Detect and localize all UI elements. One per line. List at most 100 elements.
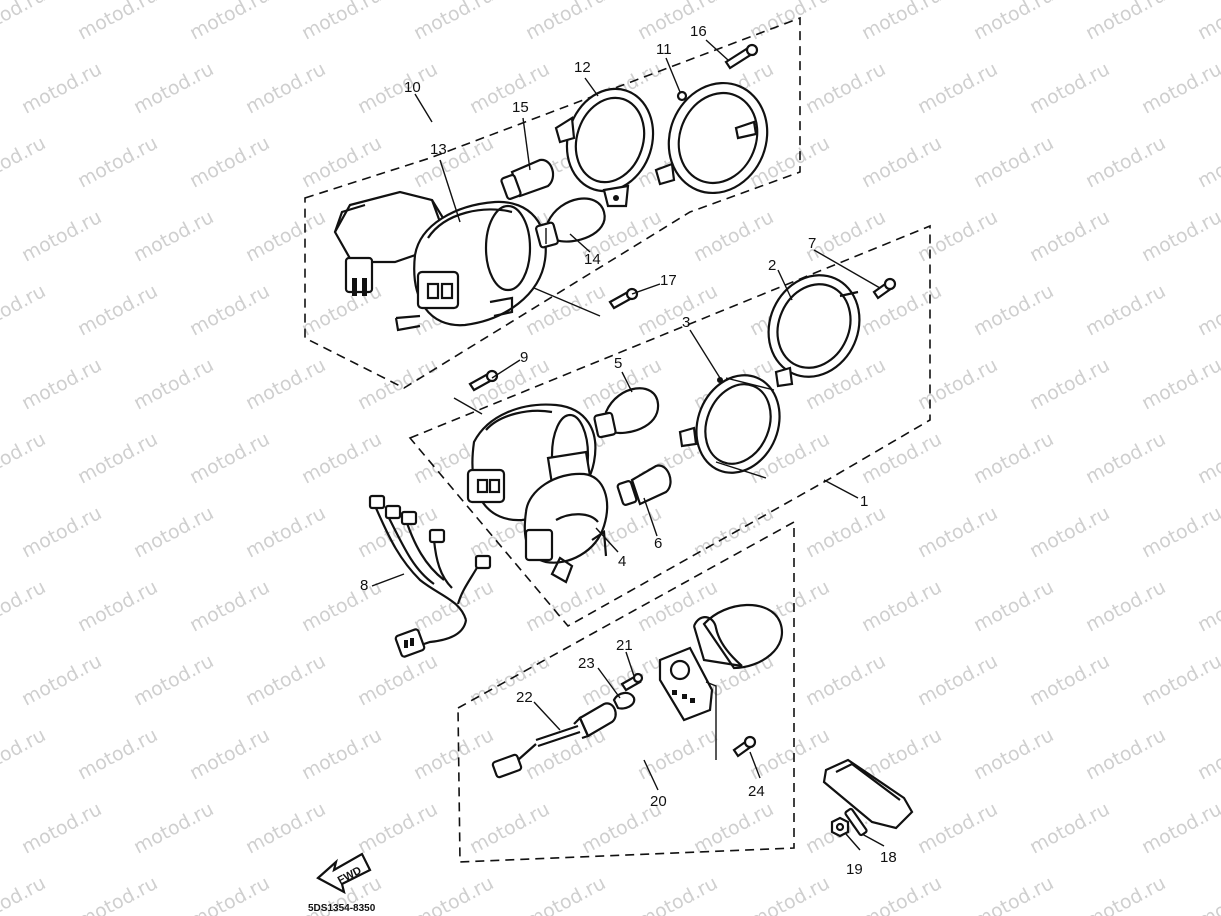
- watermark-text: motod.ru: [130, 650, 217, 710]
- watermark-text: motod.ru: [354, 798, 441, 858]
- watermark-text: motod.ru: [0, 280, 49, 340]
- screw-21: [620, 672, 644, 692]
- watermark-text: motod.ru: [466, 650, 553, 710]
- bulb-15: [500, 158, 555, 200]
- watermark-text: motod.ru: [0, 0, 49, 44]
- watermark-text: motod.ru: [242, 650, 329, 710]
- callout-2: 2: [768, 257, 776, 274]
- housing-rear-bracket-4: [523, 472, 609, 584]
- watermark-text: motod.ru: [1082, 280, 1169, 340]
- watermark-text: motod.ru: [634, 724, 721, 784]
- callout-10: 10: [404, 79, 421, 96]
- watermark-text: motod.ru: [1194, 280, 1221, 340]
- watermark-text: motod.ru: [242, 502, 329, 562]
- watermark-text: motod.ru: [970, 132, 1057, 192]
- callout-12: 12: [574, 59, 591, 76]
- watermark-text: motod.ru: [802, 58, 889, 118]
- watermark-text: motod.ru: [410, 872, 497, 916]
- watermark-text: motod.ru: [186, 132, 273, 192]
- callout-15: 15: [512, 99, 529, 116]
- watermark-text: motod.ru: [1082, 872, 1169, 916]
- watermark-text: motod.ru: [1082, 132, 1169, 192]
- callout-9: 9: [520, 349, 528, 366]
- watermark-text: motod.ru: [242, 354, 329, 414]
- watermark-text: motod.ru: [0, 132, 49, 192]
- watermark-text: motod.ru: [802, 502, 889, 562]
- lens-cover-tail: [692, 603, 783, 670]
- socket-22: [491, 702, 617, 779]
- watermark-text: motod.ru: [858, 0, 945, 44]
- wire-harness-8: [368, 494, 492, 658]
- watermark-text: motod.ru: [186, 0, 273, 44]
- watermark-text: motod.ru: [914, 502, 1001, 562]
- watermark-text: motod.ru: [18, 206, 105, 266]
- watermark-text: motod.ru: [410, 576, 497, 636]
- watermark-text: motod.ru: [1026, 58, 1113, 118]
- watermark-text: motod.ru: [1138, 206, 1221, 266]
- watermark-text: motod.ru: [410, 132, 497, 192]
- watermark-text: motod.ru: [130, 58, 217, 118]
- watermark-text: motod.ru: [298, 132, 385, 192]
- watermark-text: motod.ru: [74, 724, 161, 784]
- watermark-text: motod.ru: [522, 872, 609, 916]
- watermark-text: motod.ru: [1026, 354, 1113, 414]
- watermark-text: motod.ru: [130, 502, 217, 562]
- watermark-text: motod.ru: [914, 354, 1001, 414]
- bulb-6: [616, 464, 672, 506]
- watermark-text: motod.ru: [1194, 0, 1221, 44]
- callout-3: 3: [682, 314, 690, 331]
- assembly-20-boundary: [457, 520, 795, 863]
- document-code: 5DS1354-8350: [308, 903, 376, 914]
- watermark-text: motod.ru: [522, 576, 609, 636]
- reflector-18: [822, 758, 914, 837]
- watermark-text: motod.ru: [1138, 354, 1221, 414]
- watermark-text: motod.ru: [186, 280, 273, 340]
- watermark-text: motod.ru: [1138, 58, 1221, 118]
- rim-11: [654, 81, 769, 195]
- watermark-text: motod.ru: [858, 576, 945, 636]
- watermark-text: motod.ru: [1026, 502, 1113, 562]
- screw-7: [872, 277, 897, 300]
- watermark-text: motod.ru: [1026, 650, 1113, 710]
- watermark-text: motod.ru: [242, 206, 329, 266]
- watermark-text: motod.ru: [1194, 428, 1221, 488]
- watermark-text: motod.ru: [634, 872, 721, 916]
- housing-13: [394, 200, 547, 332]
- callout-14: 14: [584, 251, 601, 268]
- watermark-text: motod.ru: [914, 58, 1001, 118]
- watermark-text: motod.ru: [914, 798, 1001, 858]
- housing-rear-bracket-13: [333, 190, 450, 296]
- watermark-text: motod.ru: [970, 280, 1057, 340]
- watermark-text: motod.ru: [1026, 206, 1113, 266]
- watermark-text: motod.ru: [466, 58, 553, 118]
- watermark-text: motod.ru: [242, 58, 329, 118]
- watermark-text: motod.ru: [354, 650, 441, 710]
- lens-ring-12: [554, 87, 655, 208]
- watermark-text: motod.ru: [1138, 650, 1221, 710]
- callout-22: 22: [516, 689, 533, 706]
- watermark-text: motod.ru: [18, 650, 105, 710]
- watermark-text: motod.ru: [1138, 798, 1221, 858]
- callout-23: 23: [578, 655, 595, 672]
- callout-17: 17: [660, 272, 677, 289]
- callout-24: 24: [748, 783, 765, 800]
- assembly-1-boundary: [408, 224, 931, 628]
- rim-2: [767, 274, 861, 388]
- watermark-text: motod.ru: [914, 206, 1001, 266]
- callout-5: 5: [614, 355, 622, 372]
- watermark-text: motod.ru: [186, 872, 273, 916]
- watermark-text: motod.ru: [1082, 428, 1169, 488]
- watermark-text: motod.ru: [0, 428, 49, 488]
- watermark-text: motod.ru: [858, 132, 945, 192]
- watermark-text: motod.ru: [522, 724, 609, 784]
- watermark-text: motod.ru: [1194, 576, 1221, 636]
- callout-18: 18: [880, 849, 897, 866]
- watermark-text: motod.ru: [186, 576, 273, 636]
- screw-17: [608, 287, 639, 310]
- callout-4: 4: [618, 553, 626, 570]
- watermark-text: motod.ru: [18, 354, 105, 414]
- callout-21: 21: [616, 637, 633, 654]
- screw-16: [724, 43, 759, 70]
- watermark-text: motod.ru: [1194, 872, 1221, 916]
